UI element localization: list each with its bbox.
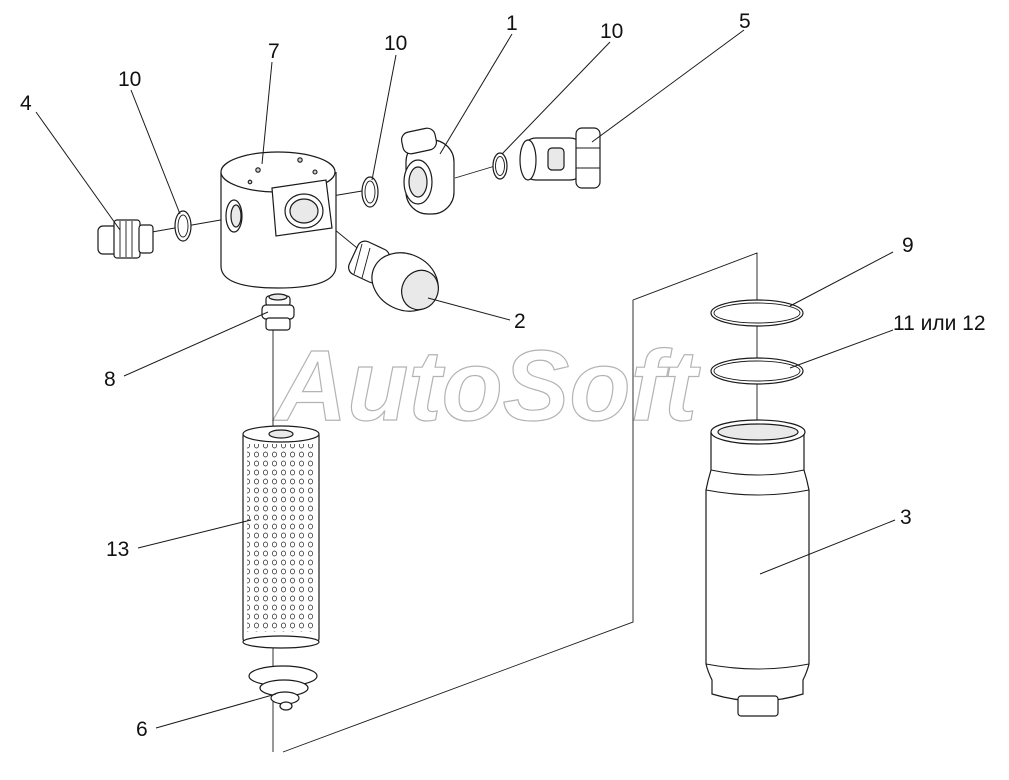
- callout-10-middle: 10: [384, 32, 407, 55]
- seal-ring-left: [174, 210, 192, 242]
- callout-13: 13: [106, 538, 129, 561]
- callout-7: 7: [268, 40, 280, 63]
- bowl-part: [705, 419, 810, 717]
- callout-2: 2: [514, 310, 526, 333]
- callout-9: 9: [902, 234, 914, 257]
- callout-6: 6: [136, 718, 148, 741]
- left-fitting-part: [97, 219, 154, 259]
- callout-8: 8: [104, 368, 116, 391]
- nipple-part: [261, 293, 295, 331]
- valve-cap-part: [348, 240, 439, 312]
- callout-4: 4: [20, 92, 32, 115]
- leader-lines: [35, 29, 896, 729]
- callout-11-or-12: 11 или 12: [893, 312, 986, 335]
- banjo-bolt-part: [519, 127, 601, 189]
- callout-3: 3: [900, 506, 912, 529]
- callout-10-right: 10: [600, 20, 623, 43]
- banjo-fitting-part: [400, 127, 455, 215]
- ring-9-part: [710, 299, 804, 327]
- filter-element-part: [242, 425, 320, 649]
- spring-part: [248, 665, 318, 711]
- housing-part: [220, 151, 337, 289]
- callout-1: 1: [506, 12, 518, 35]
- callout-10-left: 10: [118, 68, 141, 91]
- callout-5: 5: [739, 10, 751, 33]
- ring-11-12-part: [710, 357, 804, 385]
- watermark-text: AutoSoft: [272, 330, 701, 442]
- seal-ring-middle: [361, 176, 379, 208]
